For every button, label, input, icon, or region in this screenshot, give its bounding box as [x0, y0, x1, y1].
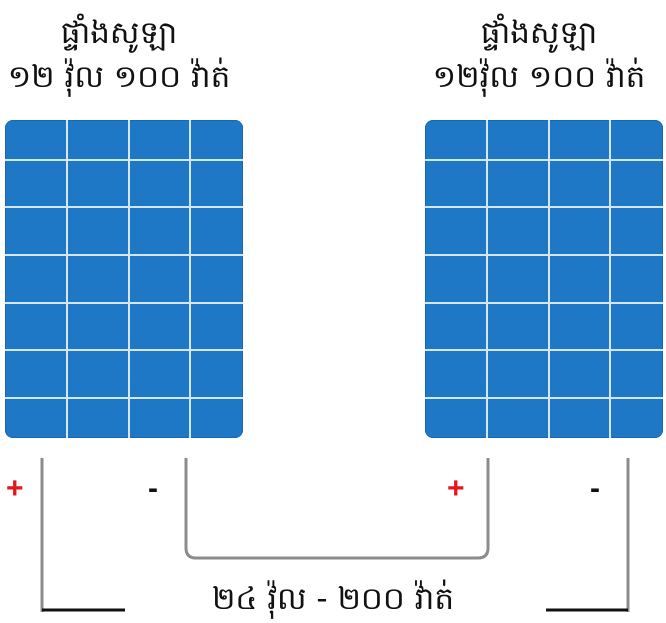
wire-series-link [186, 458, 488, 558]
panel-2-minus-sign: - [590, 474, 600, 504]
panel-2-plus-sign: + [447, 474, 465, 504]
total-output-label: ២៤ វ៉ុល - ២០០ វ៉ាត់ [0, 580, 666, 618]
panel-1-minus-sign: - [148, 474, 158, 504]
panel-1-plus-sign: + [6, 474, 24, 504]
